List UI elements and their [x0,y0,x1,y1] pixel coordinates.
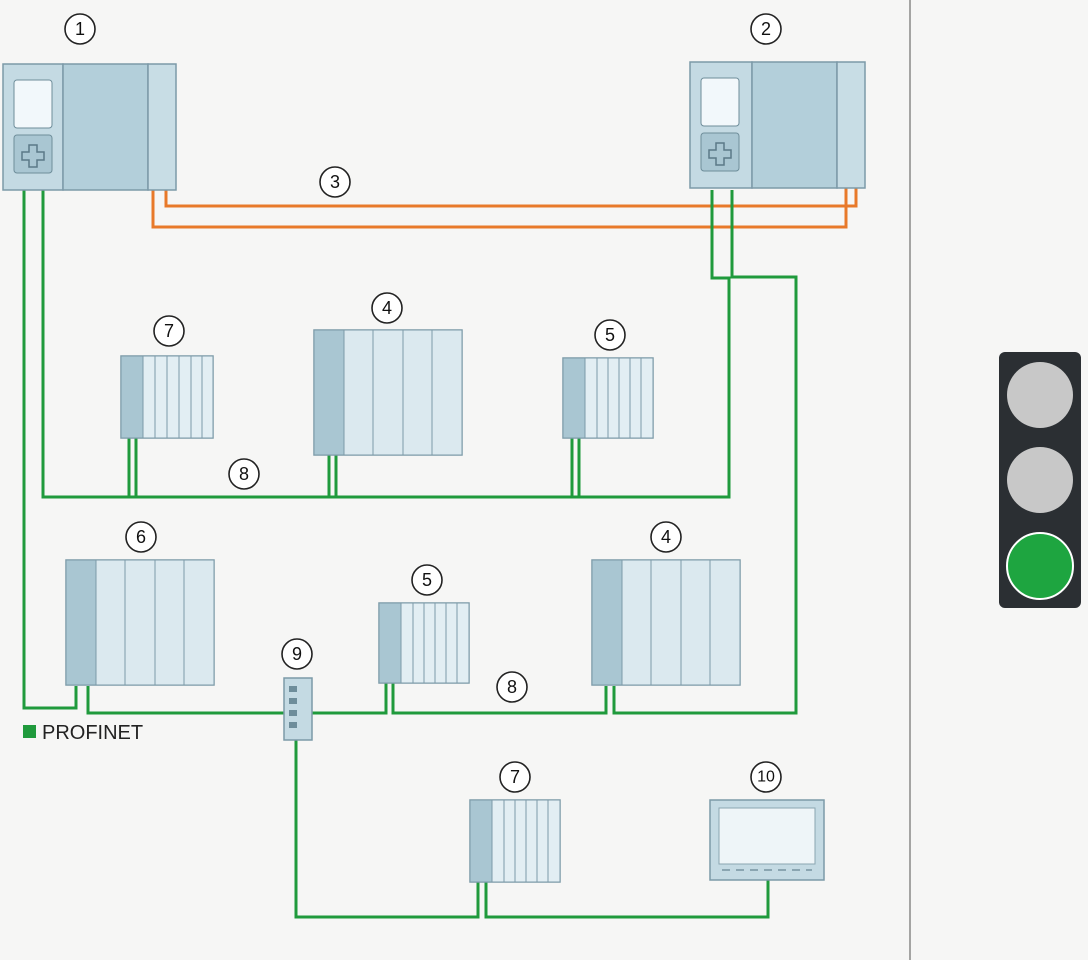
svg-text:4: 4 [382,298,392,318]
switch-9 [283,677,313,741]
legend-profinet: PROFINET [23,722,143,744]
status-signal [999,352,1081,608]
svg-text:4: 4 [661,527,671,547]
svg-text:8: 8 [507,677,517,697]
io-device-5-row2 [378,602,470,684]
cable-cpu1-to-row2 [22,190,78,710]
callout-3: 3 [319,166,351,198]
legend-label: PROFINET [42,722,143,744]
cable-row3-to-hmi [484,880,770,919]
sync-link-upper [164,188,858,208]
cable-row2-bus-right [391,683,608,715]
cable-cpu1-to-row1 [41,190,731,499]
sync-links [151,188,858,229]
lamp-bottom-green [1006,532,1074,600]
io-device-4-row2 [591,559,741,686]
svg-text:1: 1 [75,19,85,39]
svg-text:7: 7 [164,321,174,341]
cable-cpu2-to-row2 [612,190,798,715]
cpu-2 [689,61,866,189]
cable-switch-to-row3 [294,740,480,919]
hmi-panel-10 [709,799,825,881]
svg-text:6: 6 [136,527,146,547]
cpu-1 [2,63,177,191]
sync-link-lower [151,188,848,229]
svg-text:2: 2 [761,19,771,39]
callout-4-row2: 4 [650,521,682,553]
svg-text:5: 5 [605,325,615,345]
callout-9: 9 [281,638,313,670]
callout-4-row1: 4 [371,292,403,324]
svg-text:5: 5 [422,570,432,590]
callout-8-row1: 8 [228,458,260,490]
svg-text:8: 8 [239,464,249,484]
callout-7-row1: 7 [153,315,185,347]
legend-swatch [23,725,36,738]
cable-row2-bus [86,683,388,715]
svg-text:10: 10 [757,769,775,786]
callout-6: 6 [125,521,157,553]
callout-8-row2: 8 [496,671,528,703]
svg-text:9: 9 [292,644,302,664]
io-device-5-row1 [562,357,654,439]
io-device-7-row1 [120,355,214,439]
callout-10: 10 [750,761,782,793]
io-device-4-row1 [313,329,463,456]
profinet-cables [22,190,798,919]
callout-1: 1 [64,13,96,45]
lamp-top-off [1007,362,1073,428]
lamp-middle-off [1007,447,1073,513]
svg-text:7: 7 [510,767,520,787]
callout-7-row3: 7 [499,761,531,793]
svg-text:3: 3 [330,172,340,192]
callout-2: 2 [750,13,782,45]
callout-5-row2: 5 [411,564,443,596]
io-device-7-row3 [469,799,561,883]
callout-5-row1: 5 [594,319,626,351]
io-device-6-row2 [65,559,215,686]
